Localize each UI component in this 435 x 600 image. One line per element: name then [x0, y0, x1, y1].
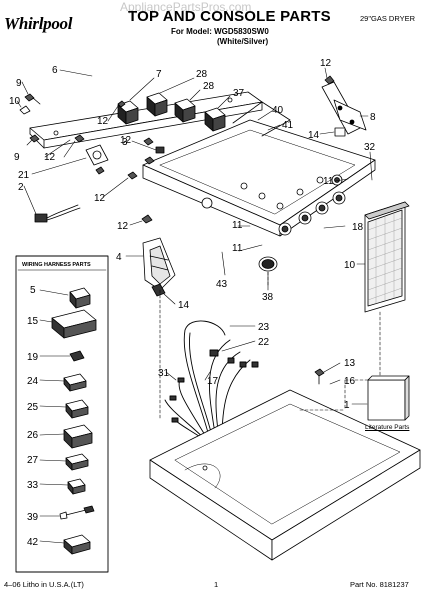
screw-13: [314, 368, 325, 385]
callout-c11b: 11: [232, 220, 243, 231]
callout-c17: 17: [207, 376, 219, 387]
callout-c8: 8: [370, 112, 376, 123]
callout-leaders: [16, 67, 373, 544]
callout-c18: 18: [352, 222, 364, 233]
lint-screen: [364, 201, 410, 313]
callout-c37: 37: [233, 88, 245, 99]
literature-book: [367, 375, 410, 421]
callout-c1: 1: [344, 400, 350, 411]
callout-c28b: 28: [203, 81, 215, 92]
brand-logo: Whirlpool: [4, 14, 73, 33]
callout-c9a: 9: [16, 78, 22, 89]
screw-9-bottom: [29, 134, 40, 143]
screw-9-top: [24, 93, 41, 105]
footer-page-number: 1: [214, 580, 219, 589]
switch-28b: [174, 98, 196, 123]
callout-c11a: 11: [323, 176, 334, 187]
callout-c38: 38: [262, 292, 274, 303]
screws-12: [74, 100, 155, 224]
callout-c7: 7: [156, 69, 162, 80]
callout-c12c: 12: [120, 135, 132, 146]
callout-c23: 23: [258, 322, 270, 333]
callout-c14a: 14: [308, 130, 320, 141]
end-cap-4: [142, 237, 176, 291]
top-panel: [149, 389, 421, 561]
switch-37: [204, 107, 226, 132]
callout-c3: 3: [122, 137, 128, 148]
callout-c10top: 10: [9, 96, 21, 107]
switch-7: [117, 100, 139, 125]
timer-knob: [258, 256, 278, 272]
product-type: 29"GAS DRYER: [360, 14, 416, 23]
callout-h42: 42: [27, 537, 39, 548]
callout-c12e: 12: [94, 193, 106, 204]
switch-28a: [146, 92, 168, 117]
connector-3: [155, 146, 165, 154]
callout-h39: 39: [27, 512, 39, 523]
callout-c4: 4: [116, 252, 122, 263]
callout-h15: 15: [27, 316, 39, 327]
harness-box-title: WIRING HARNESS PARTS: [22, 262, 91, 268]
callout-h5: 5: [30, 285, 36, 296]
model-number: For Model: WGD5830SW0: [171, 27, 269, 36]
callout-c11c: 11: [232, 243, 243, 254]
watermark-text: AppliancePartsPros.com: [120, 0, 252, 14]
clip-14-bottom: [151, 283, 166, 297]
callout-h25: 25: [27, 402, 39, 413]
callout-c14b: 14: [178, 300, 190, 311]
callout-h24: 24: [27, 376, 39, 387]
callout-c6: 6: [52, 65, 58, 76]
right-bracket: [321, 75, 367, 135]
callout-c31: 31: [158, 368, 170, 379]
callout-c32: 32: [364, 142, 376, 153]
callout-c43: 43: [216, 279, 228, 290]
footer-part-number: Part No. 8181237: [350, 580, 409, 589]
callout-h33: 33: [27, 480, 39, 491]
callout-c10r: 10: [344, 260, 356, 271]
page-title: TOP AND CONSOLE PARTS: [128, 8, 331, 25]
callout-c12f: 12: [117, 221, 129, 232]
callout-c12d: 12: [44, 152, 56, 163]
thermostat-21: [85, 144, 109, 175]
callout-c9b: 9: [14, 152, 20, 163]
callout-h27: 27: [27, 455, 39, 466]
callout-c28a: 28: [196, 69, 208, 80]
control-knobs: [278, 174, 346, 236]
model-variant: (White/Silver): [217, 37, 269, 46]
callout-c13: 13: [344, 358, 356, 369]
callout-c16: 16: [344, 376, 356, 387]
clip-14-top: [334, 127, 346, 137]
callout-h19: 19: [27, 352, 39, 363]
callout-h26: 26: [27, 430, 39, 441]
callout-c40: 40: [272, 105, 284, 116]
screw-10-top: [19, 105, 31, 115]
callout-c22: 22: [258, 337, 270, 348]
harness-parts-box: [15, 255, 109, 573]
callout-c12b: 12: [97, 116, 109, 127]
footer-litho: 4–06 Litho in U.S.A.(LT): [4, 580, 84, 589]
literature-label: Literature Parts: [365, 424, 410, 431]
callout-c21: 21: [18, 170, 30, 181]
callout-c2: 2: [18, 182, 24, 193]
callout-c41: 41: [282, 120, 294, 131]
callout-c12a: 12: [320, 58, 332, 69]
wire-connector-2: [34, 204, 81, 223]
